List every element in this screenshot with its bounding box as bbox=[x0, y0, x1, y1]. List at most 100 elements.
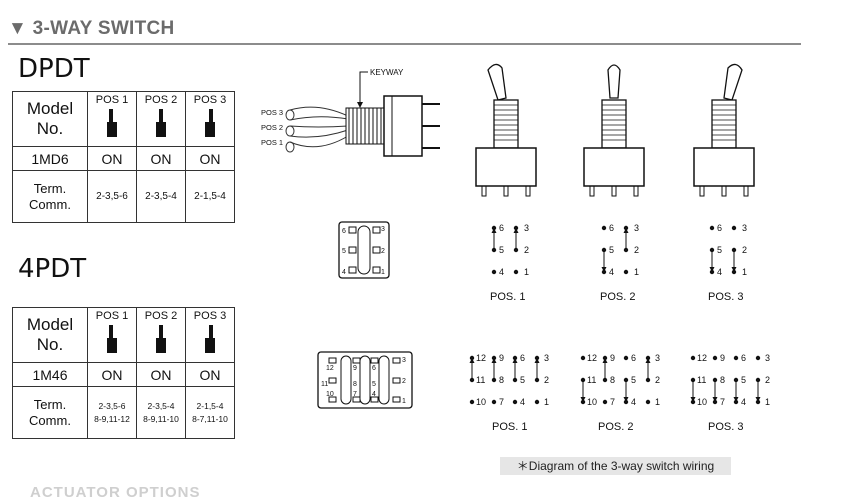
toggle-center-icon bbox=[156, 325, 166, 353]
pin-label: 7 bbox=[720, 397, 725, 407]
pin-label: 2 bbox=[524, 245, 529, 255]
pin-label: 8 bbox=[720, 375, 725, 385]
next-section-title: ACTUATOR OPTIONS bbox=[30, 484, 201, 501]
pos3-state: ON bbox=[185, 362, 235, 387]
pin-label: 4 bbox=[372, 391, 376, 398]
pos2-state: ON bbox=[136, 146, 186, 171]
term-label-line1: Term. bbox=[33, 180, 67, 196]
pin-label: 2 bbox=[655, 375, 660, 385]
pos1-header: POS 1 bbox=[87, 307, 137, 363]
pin-label: 1 bbox=[765, 397, 770, 407]
pin-label: 10 bbox=[697, 397, 707, 407]
pin-label: 12 bbox=[697, 353, 707, 363]
pin-label: 1 bbox=[742, 267, 747, 277]
dpdt-spec-table: Model No. POS 1 POS 2 POS 3 1MD6 ON ON O… bbox=[12, 91, 235, 223]
model-label-line2: No. bbox=[36, 335, 64, 354]
pin-label: 12 bbox=[326, 365, 334, 372]
pin-label: 9 bbox=[720, 353, 725, 363]
pin-label: 5 bbox=[741, 375, 746, 385]
pin-label: 6 bbox=[717, 223, 722, 233]
pin-label: 11 bbox=[321, 381, 328, 388]
pos3-state: ON bbox=[185, 146, 235, 171]
pin-label: 9 bbox=[499, 353, 504, 363]
toggle-front-pos1 bbox=[475, 63, 537, 197]
pin-label: 2 bbox=[634, 245, 639, 255]
pos1-label: POS 1 bbox=[95, 310, 129, 322]
pin-label: 7 bbox=[353, 391, 357, 398]
pin-label: 2 bbox=[765, 375, 770, 385]
pos2-side-label: POS 2 bbox=[261, 123, 283, 132]
pos3-wiring-label: POS. 3 bbox=[708, 291, 743, 303]
pos2-terms: 2-3,5-4 8-9,11-10 bbox=[136, 386, 186, 439]
pin-label: 3 bbox=[765, 353, 770, 363]
pos1-terms-line2: 8-9,11-12 bbox=[94, 413, 130, 424]
pin-label: 1 bbox=[524, 267, 529, 277]
pin-label: 6 bbox=[372, 365, 376, 372]
pin-label: 3 bbox=[381, 226, 385, 233]
pin-label: 7 bbox=[610, 397, 615, 407]
pin-label: 4 bbox=[342, 269, 346, 276]
pos1-wiring-label: POS. 1 bbox=[490, 291, 525, 303]
pos2-wiring-label: POS. 2 bbox=[598, 421, 633, 433]
dpdt-wiring-pos3: 6 3 5 2 4 1 POS. 3 bbox=[708, 223, 747, 303]
pin-label: 2 bbox=[381, 248, 385, 255]
pin-label: 11 bbox=[587, 375, 596, 385]
pos3-side-label: POS 3 bbox=[261, 108, 283, 117]
pin-label: 4 bbox=[499, 267, 504, 277]
4pdt-pin-layout: 12 9 6 3 11 8 5 2 10 7 4 1 bbox=[317, 351, 413, 409]
pin-label: 10 bbox=[587, 397, 597, 407]
pin-label: 2 bbox=[544, 375, 549, 385]
model-header: Model No. bbox=[12, 91, 88, 147]
pin-label: 7 bbox=[499, 397, 504, 407]
pos2-label: POS 2 bbox=[144, 310, 178, 322]
toggle-front-pos3 bbox=[693, 63, 755, 197]
toggle-down-icon bbox=[205, 325, 215, 353]
pin-label: 12 bbox=[476, 353, 486, 363]
pin-label: 6 bbox=[741, 353, 746, 363]
pin-label: 5 bbox=[499, 245, 504, 255]
4pdt-wiring-pos3: 12 9 6 3 11 8 5 2 10 7 4 1 POS. 3 bbox=[690, 353, 770, 433]
pos1-terms: 2-3,5-6 bbox=[87, 170, 137, 223]
pin-label: 8 bbox=[499, 375, 504, 385]
pin-label: 4 bbox=[631, 397, 636, 407]
dpdt-title: DPDT bbox=[18, 54, 90, 84]
pos2-terms-line2: 8-9,11-10 bbox=[143, 413, 179, 424]
term-label-line1: Term. bbox=[33, 396, 67, 412]
pin-label: 4 bbox=[717, 267, 722, 277]
model-number: 1MD6 bbox=[12, 146, 88, 171]
pin-label: 4 bbox=[741, 397, 746, 407]
pin-label: 5 bbox=[609, 245, 614, 255]
wiring-note: ＊Diagram of the 3-way switch wiring bbox=[500, 457, 731, 475]
term-label-line2: Comm. bbox=[29, 196, 71, 212]
pin-label: 11 bbox=[697, 375, 706, 385]
pin-label: 1 bbox=[634, 267, 639, 277]
toggle-up-icon bbox=[107, 109, 117, 137]
toggle-up-icon bbox=[107, 325, 117, 353]
toggle-down-icon bbox=[205, 109, 215, 137]
pos3-label: POS 3 bbox=[193, 310, 227, 322]
pos3-label: POS 3 bbox=[193, 94, 227, 106]
pin-label: 3 bbox=[544, 353, 549, 363]
pos2-terms: 2-3,5-4 bbox=[136, 170, 186, 223]
pin-label: 8 bbox=[353, 381, 357, 388]
pos3-terms: 2-1,5-4 bbox=[185, 170, 235, 223]
pin-label: 3 bbox=[402, 357, 406, 364]
pin-label: 6 bbox=[631, 353, 636, 363]
pos2-label: POS 2 bbox=[144, 94, 178, 106]
pin-label: 10 bbox=[326, 391, 334, 398]
pin-label: 2 bbox=[402, 378, 406, 385]
pos2-wiring-label: POS. 2 bbox=[600, 291, 635, 303]
model-number: 1M46 bbox=[12, 362, 88, 387]
pos1-header: POS 1 bbox=[87, 91, 137, 147]
pin-label: 6 bbox=[520, 353, 525, 363]
pos3-wiring-label: POS. 3 bbox=[708, 421, 743, 433]
pin-label: 11 bbox=[476, 375, 485, 385]
term-header: Term. Comm. bbox=[12, 386, 88, 439]
pin-label: 12 bbox=[587, 353, 597, 363]
pin-label: 6 bbox=[342, 228, 346, 235]
dpdt-wiring-pos2: 6 3 5 2 4 1 POS. 2 bbox=[600, 223, 639, 303]
pin-label: 5 bbox=[520, 375, 525, 385]
toggle-center-icon bbox=[156, 109, 166, 137]
dpdt-wiring-pos1: 6 3 5 2 4 1 POS. 1 bbox=[490, 223, 529, 303]
model-label-line1: Model bbox=[26, 315, 74, 334]
